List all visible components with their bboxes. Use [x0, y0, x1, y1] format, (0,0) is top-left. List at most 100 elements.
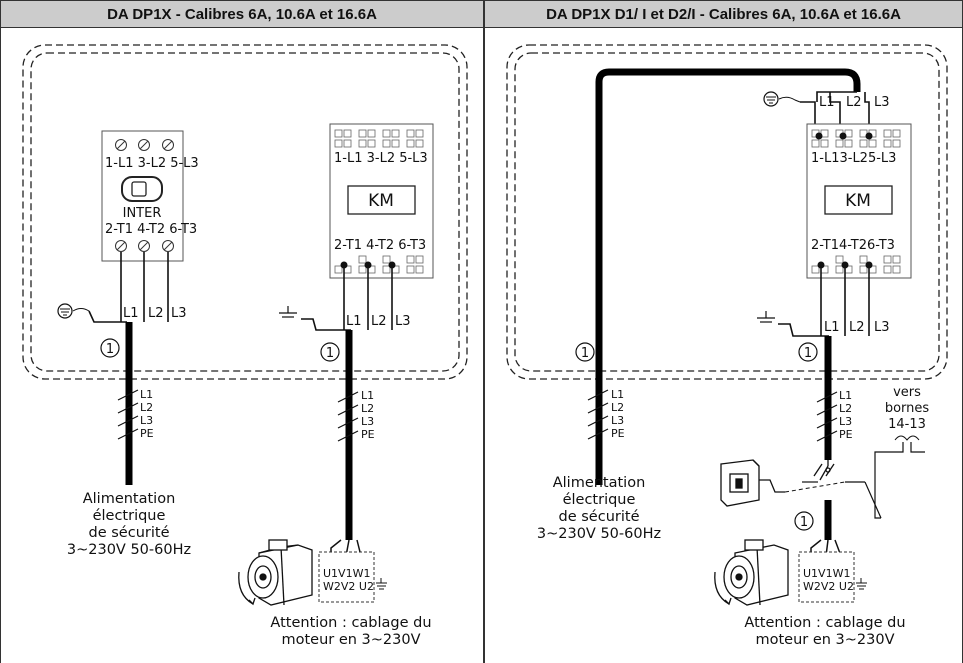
- inter-top-labels: 1-L1 3-L2 5-L3: [105, 156, 199, 171]
- km-right-l1: L1: [824, 320, 840, 335]
- earth-icon-left: [57, 303, 90, 319]
- incoming-l2: L2: [846, 95, 862, 110]
- supply-cable-number: 1: [581, 346, 589, 361]
- enclosure-inner-right: [514, 52, 940, 372]
- supply-caption-right-line2: électrique: [563, 492, 636, 508]
- supply-caption-line2: électrique: [93, 508, 166, 524]
- km-right-wires: [778, 268, 870, 337]
- mechanical-link: [784, 481, 846, 493]
- motor-cable-pe: PE: [361, 428, 375, 441]
- motor-cable-ticks: [337, 391, 359, 442]
- enclosure-outer: [22, 44, 468, 380]
- inter-wires: [88, 252, 169, 323]
- supply-cable-number-marker: [575, 342, 595, 362]
- km-phase-l1: L1: [346, 314, 362, 329]
- supply-caption-right-line1: Alimentation: [553, 475, 646, 491]
- right-wiring-diagram: 1 L1 L2 L3 PE Alimentation électrique de…: [506, 44, 948, 648]
- cable-label-l1: L1: [140, 388, 153, 401]
- motor-caption-line1: Attention : cablage du: [270, 615, 431, 631]
- vers-line2: bornes: [885, 401, 930, 416]
- motor-terminal-box: [318, 551, 375, 603]
- supply-cable-ticks-right: [587, 389, 609, 440]
- km-wires-left: [301, 268, 393, 331]
- motor-terminal-right-bottom: W2V2 U2: [803, 580, 854, 593]
- enclosure-inner: [30, 52, 460, 372]
- right-panel: DA DP1X D1/ I et D2/I - Calibres 6A, 10.…: [484, 0, 963, 663]
- motor-cable-right-l3: L3: [839, 415, 852, 428]
- vers-line3: 14-13: [888, 417, 926, 432]
- motor-cable-l2: L2: [361, 402, 374, 415]
- supply-caption-line4: 3~230V 50-60Hz: [67, 542, 191, 558]
- motor-cable-number: 1: [326, 346, 334, 361]
- left-wiring-diagram: 1-L1 3-L2 5-L3 INTER 2-T1 4-T2 6-T3: [22, 44, 468, 648]
- isolator-switch-icon: [720, 459, 785, 507]
- incoming-l1: L1: [819, 95, 835, 110]
- inter-switch: 1-L1 3-L2 5-L3 INTER 2-T1 4-T2 6-T3: [101, 130, 199, 262]
- motor-caption-line2: moteur en 3~230V: [281, 632, 420, 648]
- km-right-l2: L2: [849, 320, 865, 335]
- supply-cable-right: [595, 68, 861, 485]
- km-right-bottom-labels: 2-T14-T26-T3: [811, 238, 895, 253]
- left-panel-title: DA DP1X - Calibres 6A, 10.6A et 16.6A: [1, 0, 483, 28]
- supply-cable-pe-right: PE: [611, 427, 625, 440]
- km-name: KM: [368, 191, 394, 211]
- motor-cable-right-l2: L2: [839, 402, 852, 415]
- cable-label-pe: PE: [140, 427, 154, 440]
- vers-line1: vers: [893, 385, 921, 400]
- earth-symbol-km-left: [279, 306, 297, 318]
- km-phase-l3: L3: [395, 314, 411, 329]
- auxiliary-contact-wires: [802, 442, 925, 519]
- switch-contacts: [813, 460, 835, 481]
- motor-earth-left: [376, 578, 387, 590]
- supply-caption-line3: de sécurité: [89, 525, 170, 541]
- motor-icon-left: [238, 539, 313, 606]
- inter-bottom-labels: 2-T1 4-T2 6-T3: [105, 222, 197, 237]
- inter-name: INTER: [123, 206, 162, 221]
- motor-cable-l1: L1: [361, 389, 374, 402]
- left-panel: DA DP1X - Calibres 6A, 10.6A et 16.6A 1-…: [0, 0, 484, 663]
- supply-cable-l1-right: L1: [611, 388, 624, 401]
- motor-cable-l3: L3: [361, 415, 374, 428]
- km-right-name: KM: [845, 191, 871, 211]
- incoming-l3: L3: [874, 95, 890, 110]
- motor-cable-right-marker: [798, 342, 818, 362]
- km-right-l3: L3: [874, 320, 890, 335]
- earth-icon-right-top: [763, 91, 801, 107]
- km-contactor-right: 1-L13-L25-L3 KM 2-T14-T26-T3: [806, 123, 912, 279]
- supply-caption-right-line4: 3~230V 50-60Hz: [537, 526, 661, 542]
- supply-cable-l3-right: L3: [611, 414, 624, 427]
- motor-icon-right: [714, 539, 789, 606]
- cable-label-l2: L2: [140, 401, 153, 414]
- cable-ticks: [117, 389, 139, 440]
- earth-symbol-km-right: [757, 311, 775, 323]
- motor-earth-right: [856, 578, 867, 590]
- motor-cable-right-lower-number: 1: [800, 515, 808, 530]
- phase-l1: L1: [123, 306, 139, 321]
- motor-caption-right-line2: moteur en 3~230V: [755, 632, 894, 648]
- cable-number-marker: [100, 338, 120, 358]
- motor-cable-right-lower-marker: [794, 511, 814, 531]
- motor-terminal-box-right: [798, 551, 855, 603]
- phase-l3: L3: [171, 306, 187, 321]
- km-contactor-left: 1-L1 3-L2 5-L3 KM 2-T1 4-T2 6-T3: [329, 123, 434, 279]
- km-right-top-labels: 1-L13-L25-L3: [811, 151, 896, 166]
- km-top-labels: 1-L1 3-L2 5-L3: [334, 151, 428, 166]
- enclosure-outer-right: [506, 44, 948, 380]
- motor-cable-right-l1: L1: [839, 389, 852, 402]
- motor-cable-ticks-right: [816, 391, 838, 442]
- phase-l2: L2: [148, 306, 164, 321]
- motor-caption-right-line1: Attention : cablage du: [744, 615, 905, 631]
- cable-label-l3: L3: [140, 414, 153, 427]
- motor-terminal-top: U1V1W1: [323, 567, 370, 580]
- cable-number: 1: [106, 342, 114, 357]
- km-phase-l2: L2: [371, 314, 387, 329]
- supply-cable-l2-right: L2: [611, 401, 624, 414]
- motor-cable-right-pe: PE: [839, 428, 853, 441]
- vers-brace: [894, 435, 920, 441]
- motor-terminal-bottom: W2V2 U2: [323, 580, 374, 593]
- motor-terminal-right-top: U1V1W1: [803, 567, 850, 580]
- motor-cable-number-marker: [320, 342, 340, 362]
- km-bottom-labels: 2-T1 4-T2 6-T3: [334, 238, 426, 253]
- motor-cable-right-number: 1: [804, 346, 812, 361]
